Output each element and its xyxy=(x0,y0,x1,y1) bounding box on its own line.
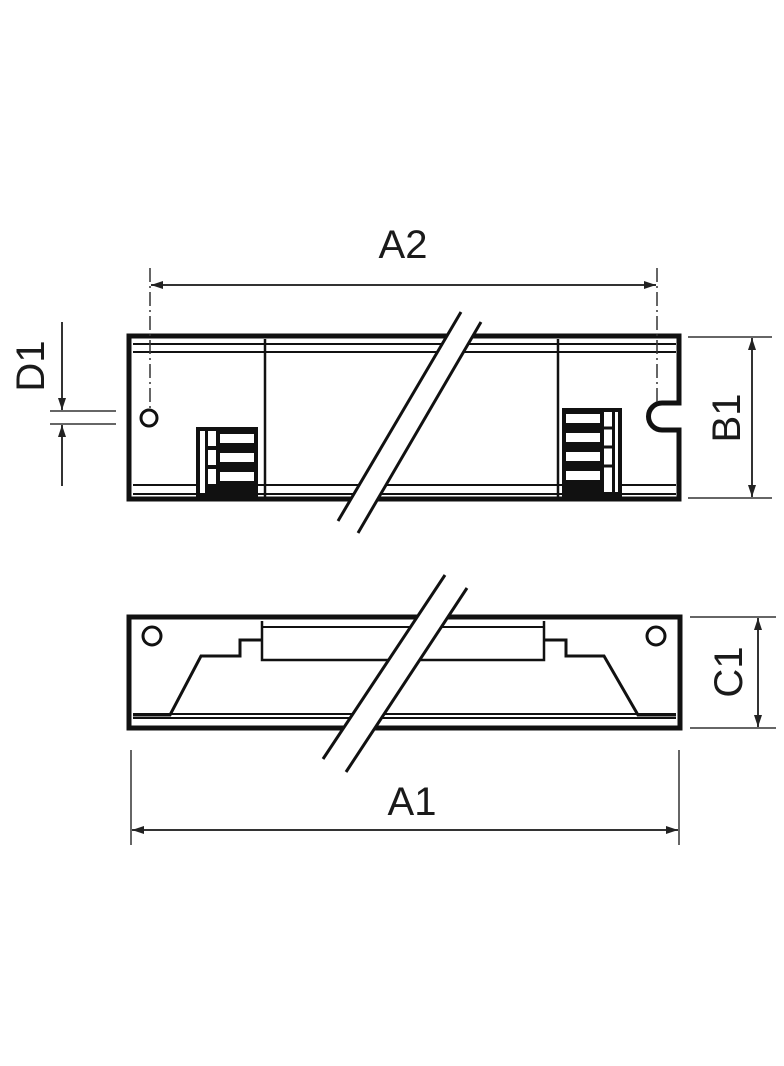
dimension-label-b1: B1 xyxy=(705,394,749,443)
break-symbol xyxy=(321,574,469,773)
top-view-outline xyxy=(126,333,682,502)
dimension-a1: A1 xyxy=(130,750,680,845)
side-view-outline xyxy=(126,614,683,731)
mounting-hole xyxy=(141,625,163,647)
dimension-label-d1: D1 xyxy=(9,340,53,391)
mounting-hole xyxy=(139,408,159,428)
side-view xyxy=(126,574,683,773)
dimension-b1: B1 xyxy=(688,336,772,499)
dimension-label-a1: A1 xyxy=(388,780,437,824)
dimension-c1: C1 xyxy=(690,616,776,729)
top-view xyxy=(126,311,682,534)
break-symbol xyxy=(336,311,483,534)
mounting-hole xyxy=(645,625,667,647)
dimension-a2: A2 xyxy=(149,223,658,410)
dimension-label-a2: A2 xyxy=(379,223,428,267)
dimension-d1: D1 xyxy=(9,322,116,486)
right-terminal-block xyxy=(562,408,622,497)
dimension-label-c1: C1 xyxy=(707,646,751,697)
left-terminal-block xyxy=(196,427,258,497)
